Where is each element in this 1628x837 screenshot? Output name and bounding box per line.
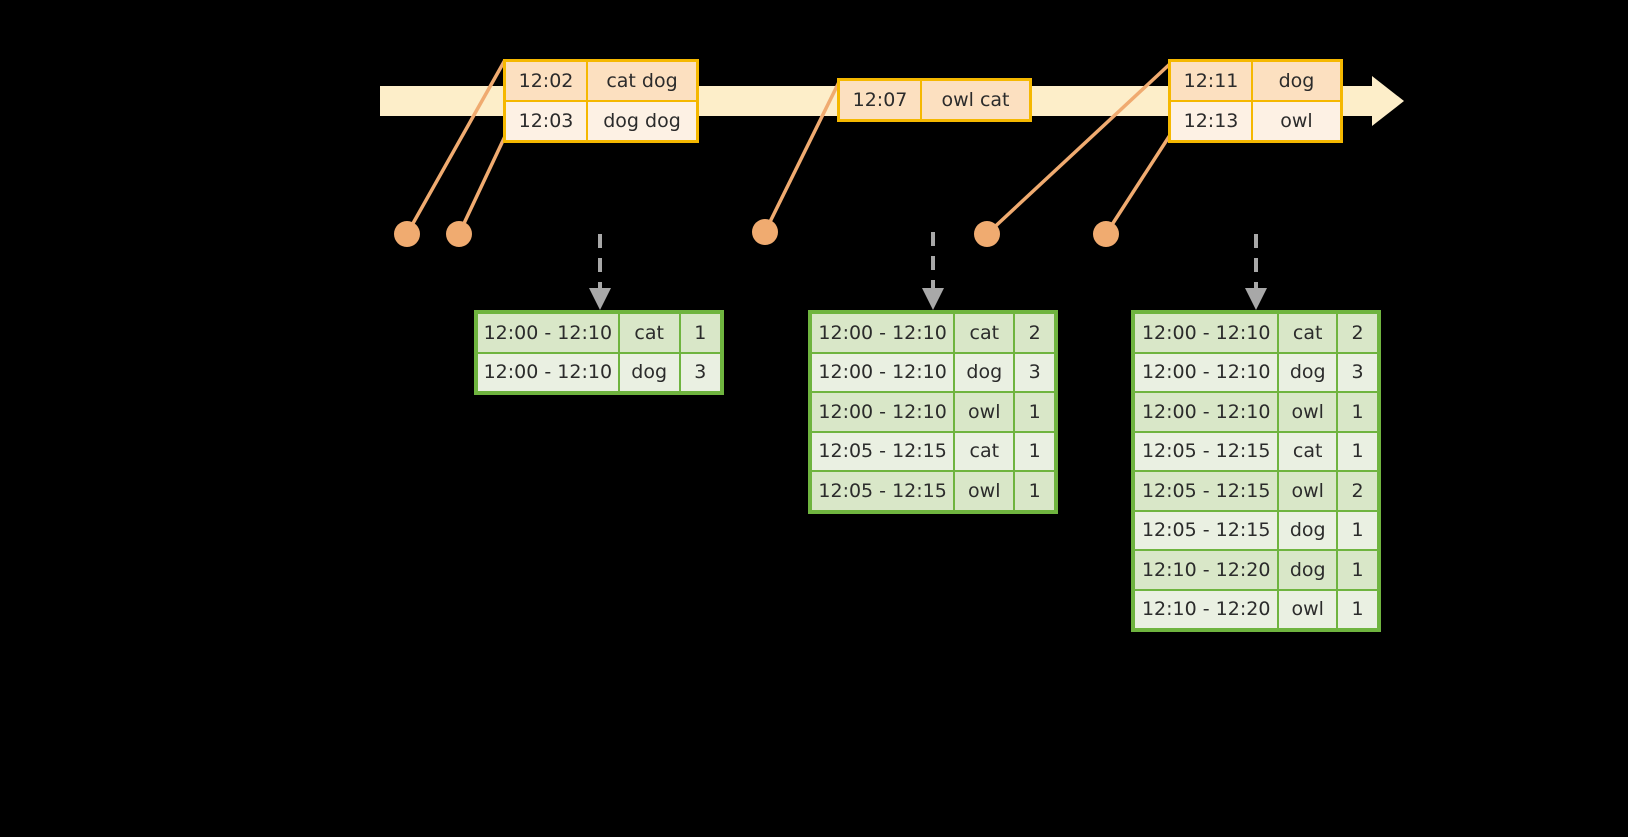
cell-window: 12:00 - 12:10 (478, 314, 620, 352)
cell-count: 3 (680, 353, 721, 391)
leader-line-5 (1104, 131, 1174, 235)
cell-window: 12:00 - 12:10 (812, 353, 956, 391)
event-group-2[interactable]: 12:07 owl cat (837, 78, 1032, 122)
event-time: 12:03 (506, 102, 588, 140)
event-time: 12:02 (506, 62, 588, 100)
cell-word: dog (619, 353, 681, 391)
event-payload: dog dog (588, 102, 696, 140)
aggregate-table-2[interactable]: 12:00 - 12:10 cat 2 12:00 - 12:10 dog 3 … (808, 310, 1058, 514)
flow-arrows (598, 232, 1258, 288)
event-time: 12:07 (840, 81, 922, 119)
table-row[interactable]: 12:05 - 12:15 dog 1 (1135, 509, 1377, 549)
table-row[interactable]: 12:00 - 12:10 cat 1 (478, 314, 721, 352)
cell-window: 12:10 - 12:20 (1135, 590, 1280, 628)
timeline-arrowhead (1372, 76, 1404, 126)
table-row[interactable]: 12:00 - 12:10 owl 1 (812, 391, 1054, 431)
cell-count: 1 (1337, 551, 1377, 589)
cell-count: 2 (1015, 314, 1054, 352)
cell-word: cat (1279, 432, 1338, 470)
event-payload: cat dog (588, 62, 696, 100)
cell-window: 12:05 - 12:15 (812, 472, 956, 510)
cell-word: dog (1279, 551, 1338, 589)
event-group-1[interactable]: 12:02 cat dog 12:03 dog dog (503, 59, 699, 143)
cell-window: 12:00 - 12:10 (1135, 393, 1280, 431)
cell-window: 12:00 - 12:10 (812, 314, 956, 352)
cell-count: 3 (1015, 353, 1054, 391)
cell-count: 2 (1337, 472, 1377, 510)
table-row[interactable]: 12:00 - 12:10 dog 3 (478, 351, 721, 391)
cell-word: cat (1279, 314, 1338, 352)
event-dot-5 (1093, 221, 1119, 247)
table-row[interactable]: 12:10 - 12:20 dog 1 (1135, 549, 1377, 589)
cell-window: 12:00 - 12:10 (478, 353, 620, 391)
event-time: 12:13 (1171, 102, 1253, 140)
event-dot-1 (394, 221, 420, 247)
event-dot-3 (752, 219, 778, 245)
cell-word: owl (1279, 590, 1338, 628)
event-row[interactable]: 12:03 dog dog (506, 100, 696, 140)
table-row[interactable]: 12:05 - 12:15 owl 2 (1135, 470, 1377, 510)
cell-word: owl (955, 393, 1016, 431)
event-row[interactable]: 12:02 cat dog (506, 62, 696, 100)
cell-word: dog (1279, 353, 1338, 391)
cell-count: 3 (1337, 353, 1377, 391)
cell-window: 12:00 - 12:10 (1135, 314, 1280, 352)
table-row[interactable]: 12:00 - 12:10 dog 3 (812, 351, 1054, 391)
cell-word: owl (1279, 393, 1338, 431)
cell-word: cat (955, 314, 1016, 352)
event-row[interactable]: 12:07 owl cat (840, 81, 1029, 119)
cell-count: 1 (1015, 472, 1054, 510)
cell-window: 12:05 - 12:15 (812, 432, 956, 470)
table-row[interactable]: 12:00 - 12:10 cat 2 (1135, 314, 1377, 352)
cell-word: owl (955, 472, 1016, 510)
cell-count: 1 (1337, 393, 1377, 431)
event-payload: dog (1253, 62, 1340, 100)
flow-arrowhead-3 (1245, 288, 1267, 310)
table-row[interactable]: 12:05 - 12:15 owl 1 (812, 470, 1054, 510)
cell-word: owl (1279, 472, 1338, 510)
cell-word: cat (619, 314, 681, 352)
flow-arrowheads (589, 288, 1267, 310)
cell-count: 2 (1337, 314, 1377, 352)
cell-word: cat (955, 432, 1016, 470)
table-row[interactable]: 12:10 - 12:20 owl 1 (1135, 588, 1377, 628)
table-row[interactable]: 12:00 - 12:10 owl 1 (1135, 391, 1377, 431)
event-payload: owl (1253, 102, 1340, 140)
event-dot-4 (974, 221, 1000, 247)
leader-line-2 (457, 131, 509, 235)
event-time: 12:11 (1171, 62, 1253, 100)
cell-window: 12:00 - 12:10 (812, 393, 956, 431)
event-dots (394, 219, 1119, 247)
event-group-3[interactable]: 12:11 dog 12:13 owl (1168, 59, 1343, 143)
cell-window: 12:10 - 12:20 (1135, 551, 1280, 589)
aggregate-table-1[interactable]: 12:00 - 12:10 cat 1 12:00 - 12:10 dog 3 (474, 310, 724, 395)
event-row[interactable]: 12:11 dog (1171, 62, 1340, 100)
cell-word: dog (955, 353, 1016, 391)
cell-word: dog (1279, 511, 1338, 549)
cell-count: 1 (1337, 432, 1377, 470)
aggregate-table-3[interactable]: 12:00 - 12:10 cat 2 12:00 - 12:10 dog 3 … (1131, 310, 1381, 632)
table-row[interactable]: 12:00 - 12:10 cat 2 (812, 314, 1054, 352)
table-row[interactable]: 12:05 - 12:15 cat 1 (812, 430, 1054, 470)
cell-window: 12:05 - 12:15 (1135, 511, 1280, 549)
flow-arrowhead-2 (922, 288, 944, 310)
event-dot-2 (446, 221, 472, 247)
cell-window: 12:05 - 12:15 (1135, 472, 1280, 510)
event-payload: owl cat (922, 81, 1029, 119)
cell-window: 12:00 - 12:10 (1135, 353, 1280, 391)
table-row[interactable]: 12:00 - 12:10 dog 3 (1135, 351, 1377, 391)
cell-count: 1 (1015, 393, 1054, 431)
event-row[interactable]: 12:13 owl (1171, 100, 1340, 140)
cell-count: 1 (680, 314, 721, 352)
cell-count: 1 (1015, 432, 1054, 470)
cell-count: 1 (1337, 511, 1377, 549)
cell-count: 1 (1337, 590, 1377, 628)
table-row[interactable]: 12:05 - 12:15 cat 1 (1135, 430, 1377, 470)
flow-arrowhead-1 (589, 288, 611, 310)
cell-window: 12:05 - 12:15 (1135, 432, 1280, 470)
